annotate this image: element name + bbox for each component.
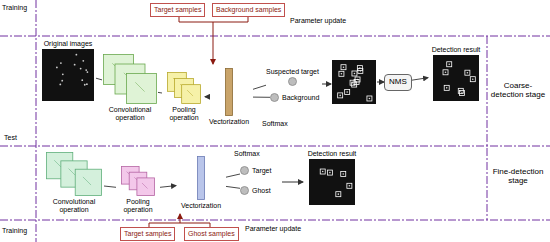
vector-bar <box>225 68 233 116</box>
annotation-label: Parameter update <box>245 225 301 233</box>
node-label: Convolutional operation <box>44 198 104 213</box>
sample-box: Ghost samples <box>184 227 239 241</box>
network-stage: Ghost <box>240 186 271 195</box>
node-label: Target <box>252 167 271 175</box>
class-circle <box>288 77 297 86</box>
network-stage: Detection result <box>428 46 484 101</box>
flow-connector <box>226 186 240 188</box>
class-circle <box>240 166 249 175</box>
node-label: Background samples <box>216 6 281 14</box>
network-stage: Vectorization <box>176 156 226 210</box>
image-figure <box>42 49 94 101</box>
sample-box: Background samples <box>212 3 285 17</box>
node-label: Pooling operation <box>116 198 160 213</box>
node-label: Target samples <box>154 6 201 14</box>
node-label: Pooling operation <box>162 106 206 121</box>
network-stage: Pooling operation <box>162 72 206 121</box>
node-label: Background <box>282 94 319 102</box>
node-label: Vectorization <box>181 202 221 210</box>
annotation-label: Softmax <box>234 150 260 158</box>
flow-connector <box>96 78 102 80</box>
network-stage: Target <box>240 166 271 175</box>
annotation-label: Softmax <box>262 120 288 128</box>
node-label: Original images <box>44 40 93 48</box>
annotation-label: Test <box>4 134 17 142</box>
image-figure <box>309 159 355 205</box>
image-figure <box>433 55 479 101</box>
node-label: Convolutional operation <box>102 106 158 121</box>
node-label: Ghost <box>252 187 271 195</box>
flow-connector <box>412 78 428 81</box>
flow-connector <box>253 97 270 98</box>
flow-connector <box>205 96 206 97</box>
network-stage: Convolutional operation <box>44 152 104 213</box>
node-label: Suspected target <box>266 68 319 76</box>
flow-connector <box>158 92 162 94</box>
network-stage: Original images <box>40 40 96 101</box>
annotation-label: Fine-detection stage <box>490 168 546 186</box>
flow-connector <box>104 186 116 187</box>
feature-map-stack <box>121 166 155 196</box>
network-stage: Background <box>270 93 319 102</box>
node-label: Detection result <box>308 150 357 158</box>
node-label: NMS <box>389 78 407 87</box>
network-stage: Detection result <box>304 150 360 205</box>
vector-bar <box>197 156 205 200</box>
flow-connector <box>160 186 176 188</box>
annotation-label: Training <box>2 4 27 12</box>
feature-map-stack <box>46 152 102 196</box>
image-figure <box>332 60 376 104</box>
node-label: Detection result <box>432 46 481 54</box>
node-label: Ghost samples <box>188 230 235 238</box>
flow-connector <box>226 174 240 177</box>
flow-connector <box>253 85 266 89</box>
node-label: Vectorization <box>209 118 249 126</box>
annotation-label: Parameter update <box>290 17 346 25</box>
class-circle <box>240 186 249 195</box>
annotation-label: Training <box>2 227 27 235</box>
class-circle <box>270 93 279 102</box>
annotation-label: Coarse-detection stage <box>490 82 546 100</box>
network-stage: Suspected target <box>266 68 319 86</box>
process-box: NMS <box>384 74 412 91</box>
network-stage: Vectorization <box>205 68 253 126</box>
feature-map-stack <box>103 54 157 104</box>
node-label: Target samples <box>124 230 171 238</box>
network-stage: Pooling operation <box>116 166 160 213</box>
feature-map-stack <box>167 72 201 104</box>
sample-box: Target samples <box>150 3 205 17</box>
sample-box: Target samples <box>120 227 175 241</box>
network-stage: Convolutional operation <box>102 54 158 121</box>
